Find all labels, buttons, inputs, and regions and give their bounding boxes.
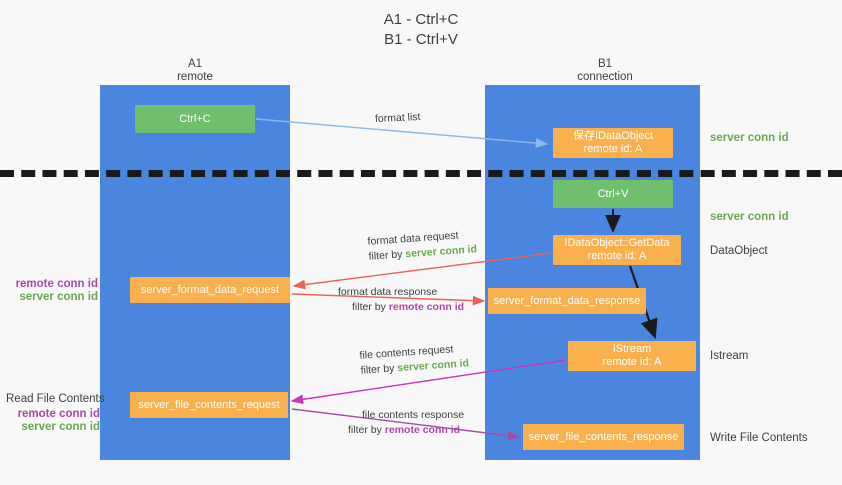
left-label-remote-conn-id-1: remote conn id [15,278,98,290]
edge-label-format-data-response-filter: filter by remote conn id [338,300,464,315]
left-label-server-conn-id-1: server conn id [19,291,98,303]
node-save-idataobject-line2: remote id: A [583,143,643,155]
node-getdata-line2: remote id: A [587,250,647,262]
column-b1-role: connection [577,71,633,83]
node-idataobject-getdata[interactable]: IDataObject::GetData remote id: A [553,235,681,265]
filter-value-remote-conn-id: remote conn id [384,424,461,436]
column-b1-name: B1 [597,58,613,70]
arrow-format-list [255,118,549,148]
edge-label-format-data-response-text: format data response [338,286,438,298]
edge-label-file-contents-response: file contents response filter by remote … [348,408,464,438]
right-label-server-conn-id-mid: server conn id [710,211,789,223]
node-server-file-contents-request-label: server_file_contents_request [138,398,280,411]
filter-prefix: filter by [360,362,398,377]
node-server-format-data-response-label: server_format_data_response [493,294,641,307]
left-label-server-conn-id-2: server conn id [21,421,100,433]
node-server-file-contents-request[interactable]: server_file_contents_request [130,392,288,418]
node-ctrl-c-label: Ctrl+C [179,112,211,125]
filter-prefix: filter by [368,248,406,263]
right-label-istream: Istream [710,350,749,362]
node-ctrl-v-label: Ctrl+V [597,187,629,200]
edge-label-file-contents-response-text: file contents response [362,409,465,421]
right-label-server-conn-id-top: server conn id [710,132,789,144]
node-istream-line2: remote id: A [602,356,662,368]
node-istream[interactable]: IStream remote id: A [568,341,696,371]
right-label-write-file-contents: Write File Contents [710,432,808,444]
node-istream-line1: IStream [612,343,652,355]
column-header-a1: A1 remote [130,58,260,84]
left-label-remote-conn-id-2: remote conn id [17,408,100,420]
node-server-format-data-response[interactable]: server_format_data_response [488,288,646,314]
filter-value-server-conn-id: server conn id [404,243,478,261]
title-line-2: B1 - Ctrl+V [384,31,458,48]
column-a1-name: A1 [187,58,203,70]
arrow-format-data-request [292,252,552,290]
left-label-group-file: remote conn id server conn id [8,408,100,434]
node-ctrl-c[interactable]: Ctrl+C [135,105,255,133]
arrow-file-contents-response [291,408,521,441]
node-server-format-data-request[interactable]: server_format_data_request [130,277,290,303]
filter-value-server-conn-id: server conn id [396,357,470,375]
edge-label-file-contents-response-filter: filter by remote conn id [348,423,464,438]
right-label-dataobject: DataObject [710,245,768,257]
left-label-read-file-contents: Read File Contents [6,393,105,405]
page-title: A1 - Ctrl+C B1 - Ctrl+V [0,10,842,50]
arrow-format-data-response [291,293,486,306]
column-header-b1: B1 connection [540,58,670,84]
node-server-file-contents-response-label: server_file_contents_response [528,430,679,443]
arrow-file-contents-request [290,359,567,405]
edge-label-format-data-response: format data response filter by remote co… [338,285,464,315]
title-line-1: A1 - Ctrl+C [383,11,459,28]
edge-label-format-list-text: format list [374,111,421,125]
phase-separator-dashed-line [0,170,842,177]
edge-label-format-list: format list [375,110,421,127]
node-getdata-line1: IDataObject::GetData [564,237,670,249]
node-ctrl-v[interactable]: Ctrl+V [553,180,673,208]
node-save-idataobject[interactable]: 保存IDataObject remote id: A [553,128,673,158]
filter-prefix: filter by [348,424,385,436]
node-server-file-contents-response[interactable]: server_file_contents_response [523,424,684,450]
node-save-idataobject-line1: 保存IDataObject [572,130,654,142]
filter-value-remote-conn-id: remote conn id [388,301,465,313]
node-server-format-data-request-label: server_format_data_request [140,283,280,296]
column-a1-role: remote [177,71,213,83]
filter-prefix: filter by [352,301,389,313]
left-label-group-format: remote conn id server conn id [8,278,98,304]
